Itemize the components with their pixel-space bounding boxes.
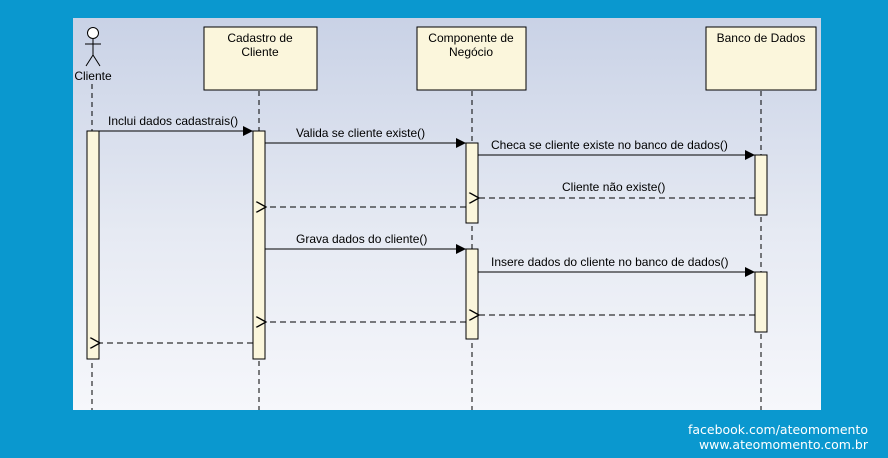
credits: facebook.com/ateomomento www.ateomomento… [688,422,868,452]
lifelines [91,84,762,410]
participant-label: Cliente [241,45,279,59]
activation-cadastro [252,130,266,360]
facebook-link[interactable]: facebook.com/ateomomento [687,422,868,437]
participant-label: Cadastro de [227,31,293,45]
messages [99,126,755,343]
activation-negocio-2 [465,248,479,340]
actor-label: Cliente [74,69,112,83]
participant-cadastro: Cadastro de Cliente [203,26,318,91]
participant-negocio: Componente de Negócio [416,26,527,91]
participant-banco: Banco de Dados [705,26,817,91]
website-link[interactable]: www.ateomomento.com.br [698,437,868,452]
participant-label: Banco de Dados [717,31,806,45]
sequence-diagram: Cliente Cadastro de Cliente Componente d… [73,18,821,410]
participant-label: Componente de [428,31,514,45]
message-label: Valida se cliente existe() [296,126,425,140]
message-label: Inclui dados cadastrais() [108,114,238,128]
message-label: Checa se cliente existe no banco de dado… [491,138,728,152]
activation-banco-1 [754,154,768,216]
message-labels: Inclui dados cadastrais() Valida se clie… [108,114,729,269]
activation-banco-2 [754,271,768,333]
message-label: Cliente não existe() [562,180,665,194]
message-label: Grava dados do cliente() [296,232,427,246]
message-label: Insere dados do cliente no banco de dado… [491,255,729,269]
activation-negocio-1 [465,142,479,224]
participant-label: Negócio [449,45,493,59]
actor-head-icon [87,27,99,39]
actor-cliente [85,27,101,67]
activation-cliente [86,130,100,360]
